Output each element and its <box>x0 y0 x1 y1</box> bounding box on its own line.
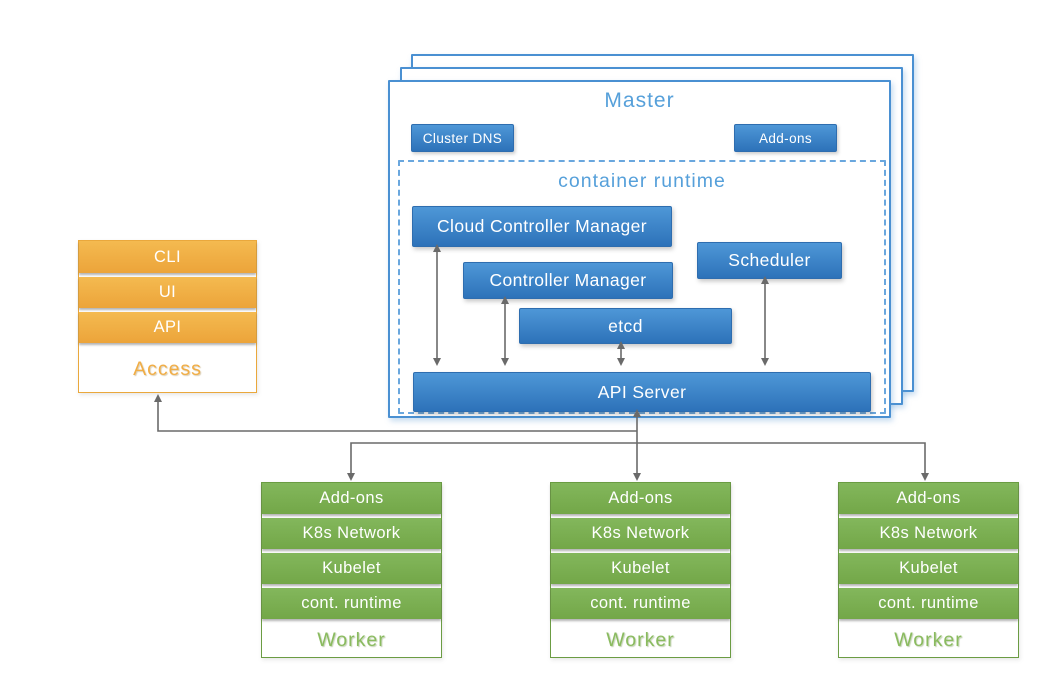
worker-panel-label: Worker <box>606 628 675 651</box>
access-panel: CLI UI API Access <box>78 240 257 393</box>
worker-row-k8s-network: K8s Network <box>262 518 441 549</box>
worker-row-kubelet: Kubelet <box>551 553 730 584</box>
access-panel-label: Access <box>133 358 202 380</box>
worker-row-cont-runtime: cont. runtime <box>839 588 1018 619</box>
worker-row-addons: Add-ons <box>262 483 441 514</box>
api-trunk-arrow <box>633 409 641 481</box>
worker-row-k8s-network: K8s Network <box>839 518 1018 549</box>
master-title: Master <box>604 89 675 112</box>
worker-row-k8s-network: K8s Network <box>551 518 730 549</box>
cluster-dns-box: Cluster DNS <box>411 124 514 152</box>
worker-node-2: Add-ons K8s Network Kubelet cont. runtim… <box>550 482 731 658</box>
api-workers-connector <box>347 442 929 481</box>
master-addons-box: Add-ons <box>734 124 837 152</box>
access-row-api: API <box>79 312 256 343</box>
worker-row-kubelet: Kubelet <box>262 553 441 584</box>
container-runtime-group: container runtime Cloud Controller Manag… <box>398 160 886 414</box>
master-node: Master Cluster DNS Add-ons container run… <box>388 80 891 418</box>
worker-node-1: Add-ons K8s Network Kubelet cont. runtim… <box>261 482 442 658</box>
api-server-box: API Server <box>413 372 871 412</box>
cloud-controller-manager-box: Cloud Controller Manager <box>412 206 672 247</box>
container-runtime-title: container runtime <box>558 170 726 192</box>
worker-row-addons: Add-ons <box>551 483 730 514</box>
etcd-box: etcd <box>519 308 732 344</box>
worker-node-3: Add-ons K8s Network Kubelet cont. runtim… <box>838 482 1019 658</box>
worker-row-kubelet: Kubelet <box>839 553 1018 584</box>
scheduler-box: Scheduler <box>697 242 842 279</box>
worker-row-cont-runtime: cont. runtime <box>551 588 730 619</box>
controller-manager-box: Controller Manager <box>463 262 673 299</box>
worker-panel-label: Worker <box>894 628 963 651</box>
worker-row-addons: Add-ons <box>839 483 1018 514</box>
worker-panel-label: Worker <box>317 628 386 651</box>
access-row-cli: CLI <box>79 241 256 273</box>
worker-row-cont-runtime: cont. runtime <box>262 588 441 619</box>
access-row-ui: UI <box>79 277 256 308</box>
